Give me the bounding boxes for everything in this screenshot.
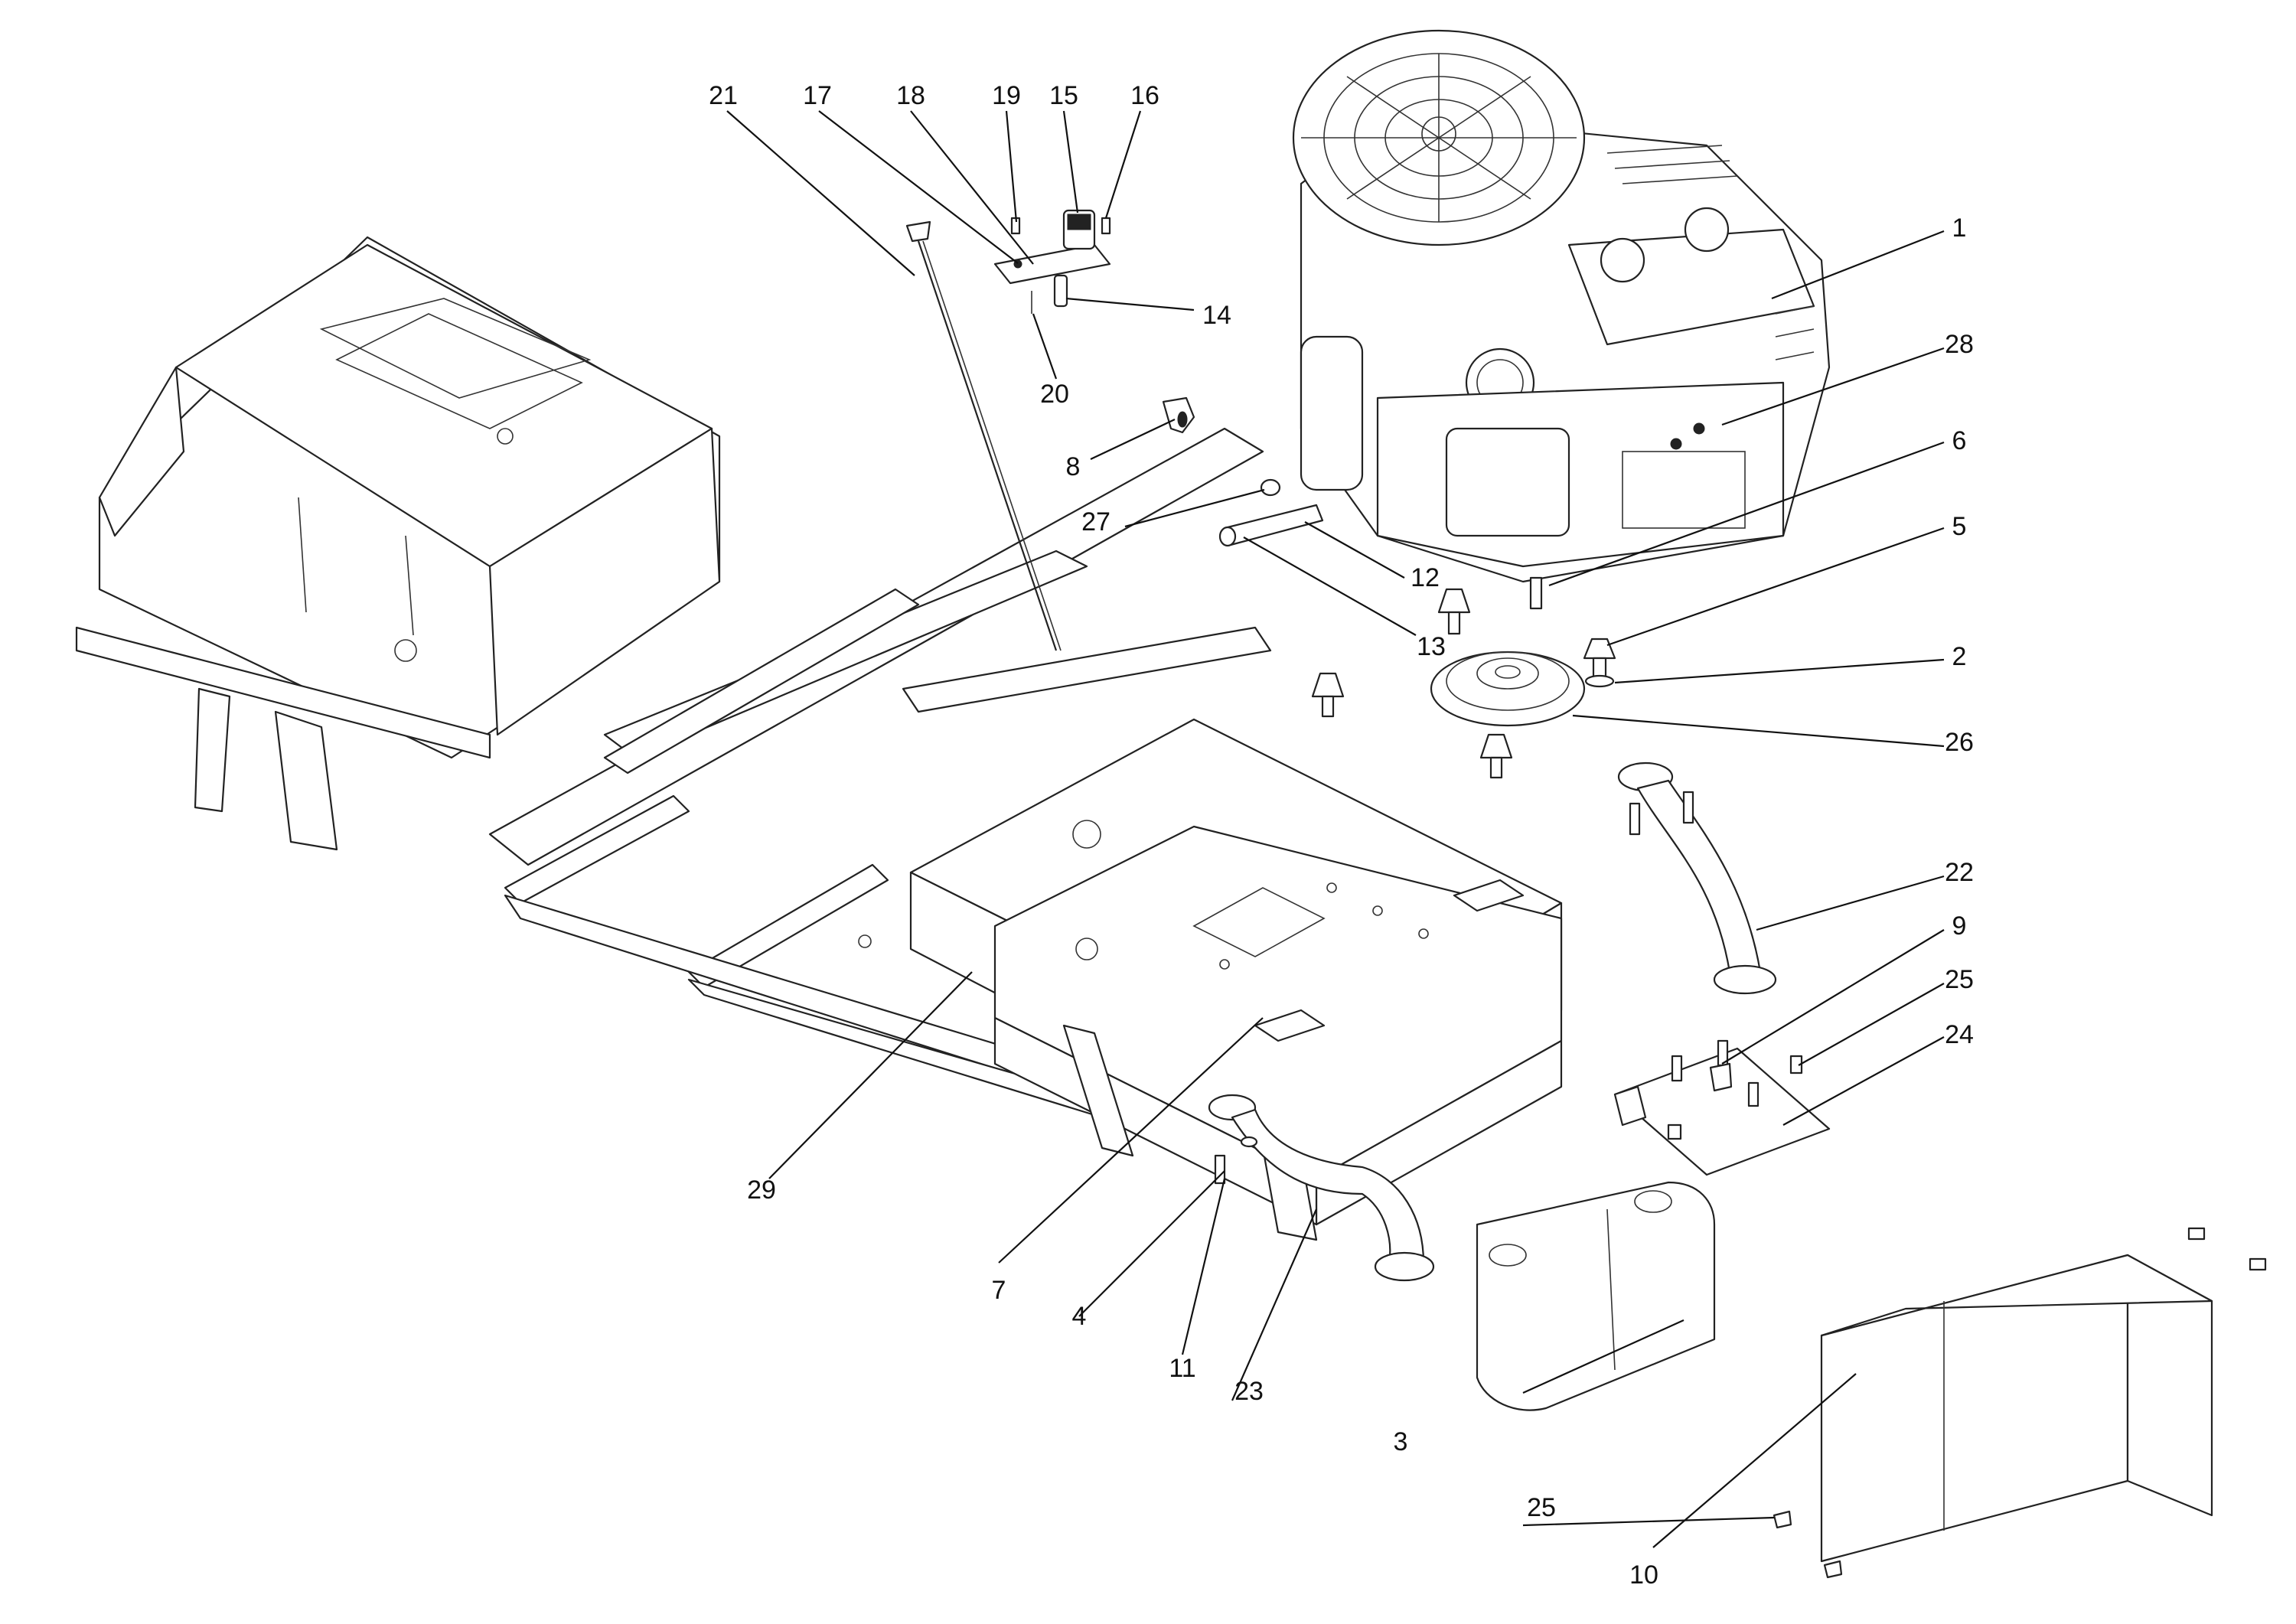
callout-16: 16 [1130, 81, 1159, 110]
fittings-28 [1670, 422, 1705, 450]
callout-7: 7 [992, 1276, 1006, 1305]
callout-28: 28 [1945, 330, 1974, 359]
callout-20: 20 [1040, 380, 1069, 409]
callout-labels: 1 2 3 4 5 6 7 8 9 10 11 12 13 14 15 16 1… [709, 81, 1974, 1590]
callout-25-upper: 25 [1945, 965, 1974, 994]
chassis-frame [75, 236, 1563, 1241]
callout-27: 27 [1081, 507, 1110, 536]
callout-4: 4 [1072, 1302, 1087, 1331]
callout-15: 15 [1049, 81, 1078, 110]
callout-17: 17 [803, 81, 832, 110]
callout-21: 21 [709, 81, 738, 110]
throttle-cable-21 [905, 220, 1062, 651]
callout-11: 11 [1169, 1354, 1195, 1383]
exhaust-pipe-23 [1208, 1094, 1435, 1282]
callout-19: 19 [992, 81, 1021, 110]
callout-13: 13 [1417, 632, 1446, 661]
muffler-3 [1476, 1181, 1716, 1411]
exhaust-pipe-22 [1617, 761, 1777, 995]
engine [1292, 29, 1831, 583]
callout-14: 14 [1202, 301, 1231, 330]
callout-2: 2 [1952, 642, 1967, 671]
callout-29: 29 [747, 1176, 776, 1205]
callout-24: 24 [1945, 1020, 1974, 1049]
muffler-bracket-24 [1613, 1039, 1831, 1176]
throttle-control [993, 209, 1111, 314]
key-6 [1529, 576, 1543, 610]
leader-lines [726, 110, 1945, 1548]
pulley-26 [1430, 651, 1586, 727]
callout-8: 8 [1066, 452, 1081, 481]
callout-1: 1 [1952, 214, 1967, 243]
bracket-8 [1162, 396, 1195, 434]
clip-27 [1260, 478, 1281, 497]
callout-3: 3 [1394, 1427, 1408, 1456]
heat-shield-10 [1773, 1227, 2267, 1579]
bolt-5-washer-2 [1583, 638, 1616, 688]
callout-9: 9 [1952, 911, 1967, 941]
callout-23: 23 [1234, 1377, 1264, 1406]
callout-10: 10 [1629, 1560, 1658, 1590]
callout-26: 26 [1945, 728, 1974, 757]
callout-18: 18 [896, 81, 925, 110]
callout-6: 6 [1952, 426, 1967, 455]
callout-12: 12 [1411, 563, 1440, 592]
callout-22: 22 [1945, 858, 1974, 887]
stud-bolts [1311, 588, 1513, 779]
tube-12-13 [1218, 504, 1324, 547]
callout-25-lower: 25 [1527, 1493, 1556, 1522]
callout-5: 5 [1952, 512, 1967, 541]
